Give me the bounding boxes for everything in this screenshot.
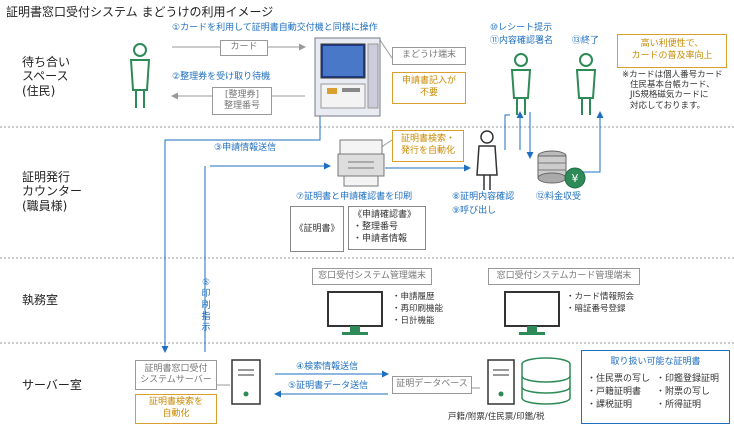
step-4: ④検索情報送信 (296, 362, 359, 372)
monitor-icon-mgmt (327, 291, 383, 335)
server-auto-note: 証明書検索を自動化 (135, 394, 217, 424)
coins-icon: ¥ (537, 150, 586, 189)
zone-office-label: 執務室 (22, 293, 59, 307)
step-13: ⑬終了 (572, 36, 600, 46)
arrow-app-info-down (161, 115, 321, 353)
step-3: ③申請情報送信 (214, 143, 277, 153)
step-10: ⑩レシート提示 (490, 23, 553, 33)
arrow-to-end (580, 111, 604, 173)
person-icon-end (575, 53, 597, 115)
zone-server-label: サーバー室 (22, 378, 82, 392)
mgmt-features: ・申請履歴 ・再印刷機能 ・日計機能 (392, 292, 444, 326)
available-certs-title: 取り扱い可能な証明書 (610, 357, 701, 367)
ticket-label: [整理券]整理番号 (212, 87, 272, 115)
zone-waiting-label: 待ち合い スペース (住民) (22, 55, 71, 98)
card-note: ※カードは個人番号カード 住民基本台帳カード、 JIS規格磁気カードに 対応して… (622, 70, 723, 111)
terminal-label: まどうけ端末 (392, 47, 466, 65)
person-icon-staff (476, 130, 498, 190)
printer-icon (337, 139, 385, 187)
card-features: ・カード情報照会 ・暗証番号登録 (566, 292, 635, 314)
system-server-label: 証明書窓口受付システムサーバー (135, 360, 217, 390)
app-confirm-doc: 《申請確認書》 ・整理番号 ・申請者情報 (348, 206, 426, 250)
card-label: カード (220, 40, 268, 56)
step-9: ⑨呼び出し (452, 206, 497, 216)
page-title: 証明書窓口受付システム まどうけの利用イメージ (6, 5, 274, 19)
db-types: 戸籍/附票/住民票/印鑑/税 (448, 412, 545, 422)
kiosk-icon (314, 37, 381, 117)
person-icon-signer (510, 53, 532, 115)
available-certs-box: 取り扱い可能な証明書 ・住民票の写し ・戸籍証明書 ・課税証明 ・印鑑登録証明 … (581, 350, 730, 424)
arrow-staff-up (504, 114, 510, 150)
step-1: ①カードを利用して証明書自動交付機と同様に操作 (172, 23, 378, 33)
available-certs-col2: ・印鑑登録証明 ・附票の写し ・所得証明 (656, 374, 720, 411)
step-2: ②整理券を受け取り待機 (172, 72, 271, 82)
auto-search-note: 証明書検索・発行を自動化 (392, 130, 464, 162)
person-icon-resident (129, 43, 151, 108)
available-certs-col1: ・住民票の写し ・戸籍証明書 ・課税証明 (587, 374, 651, 411)
db-server-icon (487, 359, 515, 405)
cert-doc: 《証明書》 (290, 206, 344, 252)
cert-db-label: 証明データベース (392, 376, 472, 394)
svg-text:¥: ¥ (572, 172, 579, 185)
step-12: ⑫料金収受 (536, 192, 582, 202)
zone-counter-label: 証明発行 カウンター (職員様) (22, 170, 83, 213)
card-mgmt-terminal-label: 窓口受付システムカード管理端末 (488, 268, 640, 285)
database-icon (521, 357, 571, 405)
mgmt-terminal-label: 窓口受付システム管理端末 (312, 268, 432, 285)
server-icon (231, 359, 261, 405)
monitor-icon-card-mgmt (504, 291, 560, 335)
no-form-note: 申請書記入が不要 (392, 72, 466, 104)
step-7: ⑦証明書と申請確認書を印刷 (296, 192, 413, 202)
step-5: ⑤証明書データ送信 (288, 381, 369, 391)
high-convenience-note: 高い利便性で、カードの普及率向上 (617, 34, 727, 68)
connector-terminal (379, 39, 393, 59)
step-11: ⑪内容確認署名 (490, 36, 554, 46)
step-6: ⑥ 印 刷 指 示 (201, 278, 211, 333)
step-8: ⑧証明内容確認 (452, 192, 515, 202)
